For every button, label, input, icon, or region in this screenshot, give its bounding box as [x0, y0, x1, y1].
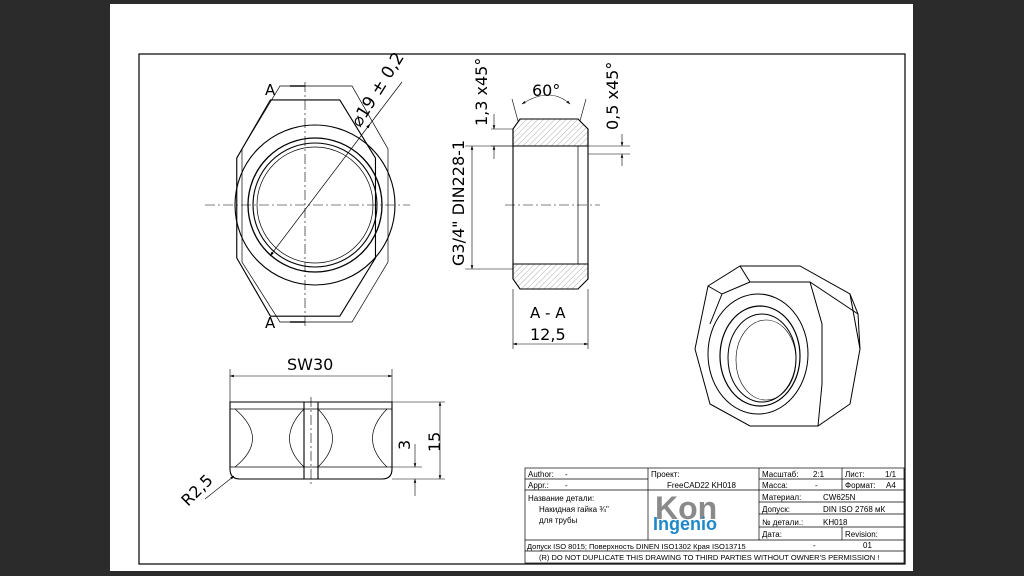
tolerance-note: Допуск ISO 8015; Поверхность DINEN ISO13… — [527, 542, 746, 551]
tolerance-label: Допуск: — [762, 505, 790, 514]
material-label: Материал: — [762, 493, 802, 502]
material-value: CW625N — [823, 493, 856, 502]
part-name-line2: для трубы — [539, 516, 578, 525]
format-value: A4 — [886, 481, 896, 490]
radius-dimension: R2,5 — [177, 471, 216, 510]
angle-dimension: 60° — [532, 81, 560, 100]
author-label: Author: — [528, 470, 554, 479]
part-name-label: Название детали: — [528, 494, 595, 503]
part-name-line1: Накидная гайка ¾" — [539, 505, 609, 514]
date-value: - — [813, 541, 816, 550]
appr-value: - — [565, 481, 568, 490]
chamfer-left-dimension: 1,3 x45° — [472, 58, 491, 126]
section-label-bottom: A — [265, 314, 276, 332]
across-flats-dimension: SW30 — [287, 355, 333, 374]
section-view — [465, 94, 630, 349]
date-label: Дата: — [762, 530, 782, 539]
diameter-dimension: ⌀19 ± 0,2 — [347, 49, 408, 131]
flat-dimension: 3 — [395, 440, 414, 450]
technical-drawing: A A ⌀19 ± 0,2 1,3 x45° 60° 0,5 x45° — [138, 49, 906, 565]
logo-top: Kon — [655, 490, 718, 526]
scale-label: Масштаб: — [762, 470, 799, 479]
chamfer-right-dimension: 0,5 x45° — [603, 62, 622, 130]
thread-dimension: G3/4" DIN228-1 — [449, 140, 468, 266]
height-dimension: 15 — [425, 432, 444, 452]
section-label-top: A — [265, 81, 276, 99]
drawing-border — [138, 53, 906, 565]
format-label: Формат: — [845, 481, 876, 490]
width-dimension: 12,5 — [530, 325, 566, 344]
drawing-sheet: A A ⌀19 ± 0,2 1,3 x45° 60° 0,5 x45° — [110, 4, 913, 571]
project-value: FreeCAD22 KH018 — [667, 481, 736, 490]
mass-label: Масса: — [762, 481, 788, 490]
section-caption: A - A — [530, 304, 566, 322]
author-value: - — [565, 470, 568, 479]
part-no-value: KH018 — [823, 518, 848, 527]
title-block: Author: - Appr.: - Проект: FreeCAD22 KH0… — [525, 468, 904, 563]
copyright-note: (R) DO NOT DUPLICATE THIS DRAWING TO THI… — [539, 553, 880, 562]
title-block-grid — [524, 467, 905, 564]
revision-label: Revision: — [845, 530, 878, 539]
sheet-value: 1/1 — [885, 470, 897, 479]
tolerance-value: DIN ISO 2768 мК — [823, 505, 886, 514]
logo-bottom: Ingenio — [653, 514, 717, 534]
front-view — [205, 81, 410, 326]
mass-value: - — [815, 481, 818, 490]
revision-value: 01 — [863, 541, 872, 550]
scale-value: 2:1 — [813, 470, 825, 479]
side-view — [204, 369, 445, 500]
part-no-label: № детали.: — [762, 518, 804, 527]
appr-label: Appr.: — [528, 481, 549, 490]
sheet-label: Лист: — [845, 470, 865, 479]
isometric-view — [694, 265, 861, 427]
project-label: Проект: — [651, 470, 680, 479]
